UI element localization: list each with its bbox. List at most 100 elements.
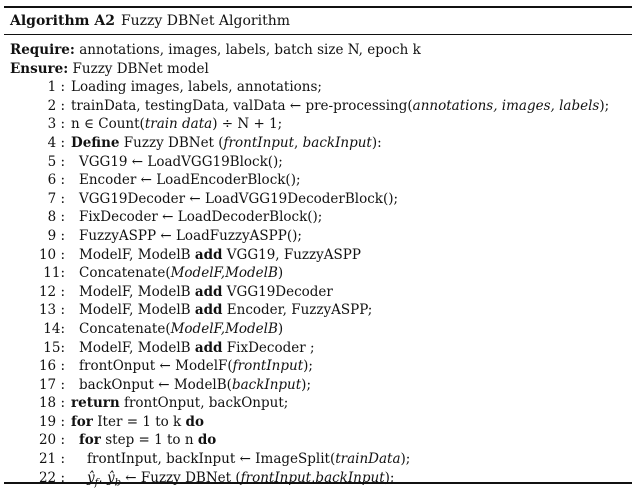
- algorithm-body: Require: annotations, images, labels, ba…: [4, 35, 632, 493]
- step-code: for step = 1 to n do: [65, 431, 632, 450]
- step-number: 20 :: [38, 432, 65, 449]
- step-text: add: [194, 246, 223, 263]
- step-text: FixDecoder ← LoadDecoderBlock();: [79, 209, 323, 226]
- step-text: backInput: [302, 134, 372, 151]
- step-text: frontInput: [232, 358, 304, 375]
- step-number: 6 :: [47, 172, 65, 189]
- step-code: Concatenate(ModelF,ModelB): [65, 320, 632, 339]
- algorithm-step: 4 :Define Fuzzy DBNet (frontInput, backI…: [4, 134, 632, 153]
- step-number: 22 :: [38, 469, 65, 486]
- algorithm-step: 8 : FixDecoder ← LoadDecoderBlock();: [4, 208, 632, 227]
- algorithm-step: 3 :n ∈ Count(train data) ÷ N + 1;: [4, 115, 632, 134]
- step-text: frontInput: [223, 134, 295, 151]
- algorithm-name: Fuzzy DBNet Algorithm: [120, 13, 290, 29]
- algorithm-step: 9 :FuzzyASPP ← LoadFuzzyASPP();: [4, 227, 632, 246]
- step-text: ModelF, ModelB: [79, 339, 195, 356]
- algorithm-step: 2 :trainData, testingData, valData ← pre…: [4, 97, 632, 116]
- step-text: );: [303, 358, 313, 375]
- step-text: backInput: [315, 469, 385, 486]
- step-text: FixDecoder ;: [222, 339, 315, 356]
- step-code: VGG19Decoder ← LoadVGG19DecoderBlock();: [65, 190, 632, 209]
- step-text: ModelF,ModelB: [170, 320, 278, 337]
- step-text: f: [94, 477, 99, 489]
- step-text: VGG19Decoder: [222, 283, 333, 300]
- algorithm-step: 18 :return frontOnput, backOnput;: [4, 394, 632, 413]
- step-number: 1 :: [47, 79, 65, 96]
- step-code: trainData, testingData, valData ← pre-pr…: [65, 97, 632, 116]
- step-text: Iter = 1 to k: [92, 413, 186, 430]
- step-text: ): [277, 320, 284, 337]
- step-text: ): [277, 265, 284, 282]
- step-text: frontInput: [240, 469, 312, 486]
- step-number: 15:: [43, 339, 65, 356]
- algorithm-step: 5 : VGG19 ← LoadVGG19Block();: [4, 153, 632, 172]
- step-number: 14:: [43, 320, 65, 337]
- step-number: 18 :: [38, 395, 65, 412]
- step-number: 8 :: [47, 209, 65, 226]
- step-text: );: [384, 469, 395, 486]
- step-text: );: [301, 376, 311, 393]
- step-text: Loading images, labels, annotations;: [71, 79, 322, 96]
- step-code: ModelF, ModelB add Encoder, FuzzyASPP;: [65, 301, 632, 320]
- step-text: for: [71, 413, 93, 430]
- step-text: backInput: [231, 376, 302, 393]
- algorithm-steps: 1 :Loading images, labels, annotations;2…: [4, 78, 632, 493]
- step-text: FuzzyASPP ← LoadFuzzyASPP();: [79, 227, 302, 244]
- step-text: ,: [311, 469, 316, 486]
- algorithm-step: 1 : Loading images, labels, annotations;: [4, 78, 632, 97]
- algorithm-step: 13 :ModelF, ModelB add Encoder, FuzzyASP…: [4, 301, 632, 320]
- step-text: train data: [144, 116, 213, 133]
- step-number: 13 :: [38, 302, 65, 319]
- step-code: FuzzyASPP ← LoadFuzzyASPP();: [65, 227, 632, 246]
- algorithm-step: 22 :ŷf, ŷb ← Fuzzy DBNet (frontInput,bac…: [4, 469, 632, 493]
- ensure-text: Fuzzy DBNet model: [72, 60, 209, 77]
- step-text: trainData: [335, 451, 401, 468]
- step-number: 21 :: [38, 451, 65, 468]
- step-text: backOnput ← ModelB(: [79, 376, 232, 393]
- step-text: ,: [98, 469, 107, 486]
- require-line: Require: annotations, images, labels, ba…: [4, 41, 632, 60]
- algorithm-step: 12 : ModelF, ModelB add VGG19Decoder: [4, 283, 632, 302]
- algorithm-step: 20 :for step = 1 to n do: [4, 431, 632, 450]
- step-number: 19 :: [38, 413, 65, 430]
- step-text: VGG19 ← LoadVGG19Block();: [79, 153, 283, 170]
- step-text: Concatenate(: [79, 265, 171, 282]
- step-number: 12 :: [38, 283, 65, 300]
- algorithm-step: 14:Concatenate(ModelF,ModelB): [4, 320, 632, 339]
- step-number: 3 :: [47, 116, 65, 133]
- step-text: add: [194, 283, 223, 300]
- step-text: do: [185, 413, 204, 430]
- step-code: ModelF, ModelB add FixDecoder ;: [65, 339, 632, 358]
- step-text: frontOnput ← ModelF(: [79, 358, 233, 375]
- step-code: frontOnput ← ModelF(frontInput);: [65, 357, 632, 376]
- ensure-keyword: Ensure:: [10, 60, 69, 77]
- step-code: frontInput, backInput ← ImageSplit(train…: [65, 450, 632, 469]
- algorithm-label: Algorithm A2: [10, 13, 115, 29]
- step-text: ) ÷ N + 1;: [212, 116, 283, 133]
- algorithm-step: 7 :VGG19Decoder ← LoadVGG19DecoderBlock(…: [4, 190, 632, 209]
- step-code: Encoder ← LoadEncoderBlock();: [65, 171, 632, 190]
- algorithm-step: 10 : ModelF, ModelB add VGG19, FuzzyASPP: [4, 246, 632, 265]
- step-text: ,: [294, 134, 303, 151]
- step-text: );: [599, 97, 610, 114]
- step-number: 17 :: [38, 376, 65, 393]
- step-code: for Iter = 1 to k do: [65, 413, 632, 432]
- require-keyword: Require:: [10, 42, 75, 58]
- step-number: 10 :: [38, 246, 65, 263]
- step-text: trainData, testingData, valData ← pre-pr…: [71, 97, 413, 114]
- algorithm-title: Algorithm A2 Fuzzy DBNet Algorithm: [4, 8, 632, 35]
- step-number: 11:: [43, 265, 65, 282]
- step-code: n ∈ Count(train data) ÷ N + 1;: [65, 115, 632, 134]
- step-text: VGG19, FuzzyASPP: [222, 246, 361, 263]
- step-text: return: [71, 395, 120, 412]
- step-code: return frontOnput, backOnput;: [65, 394, 632, 413]
- step-text: ModelF, ModelB: [79, 283, 195, 300]
- step-text: ModelF, ModelB: [79, 246, 195, 263]
- ensure-line: Ensure: Fuzzy DBNet model: [4, 60, 632, 79]
- step-text: do: [197, 432, 217, 449]
- step-number: 5 :: [47, 153, 65, 170]
- step-text: Fuzzy DBNet (: [119, 134, 224, 151]
- algorithm-step: 15:ModelF, ModelB add FixDecoder ;: [4, 339, 632, 358]
- step-code: ŷf, ŷb ← Fuzzy DBNet (frontInput,backInp…: [65, 469, 632, 493]
- step-text: ŷ: [87, 469, 95, 486]
